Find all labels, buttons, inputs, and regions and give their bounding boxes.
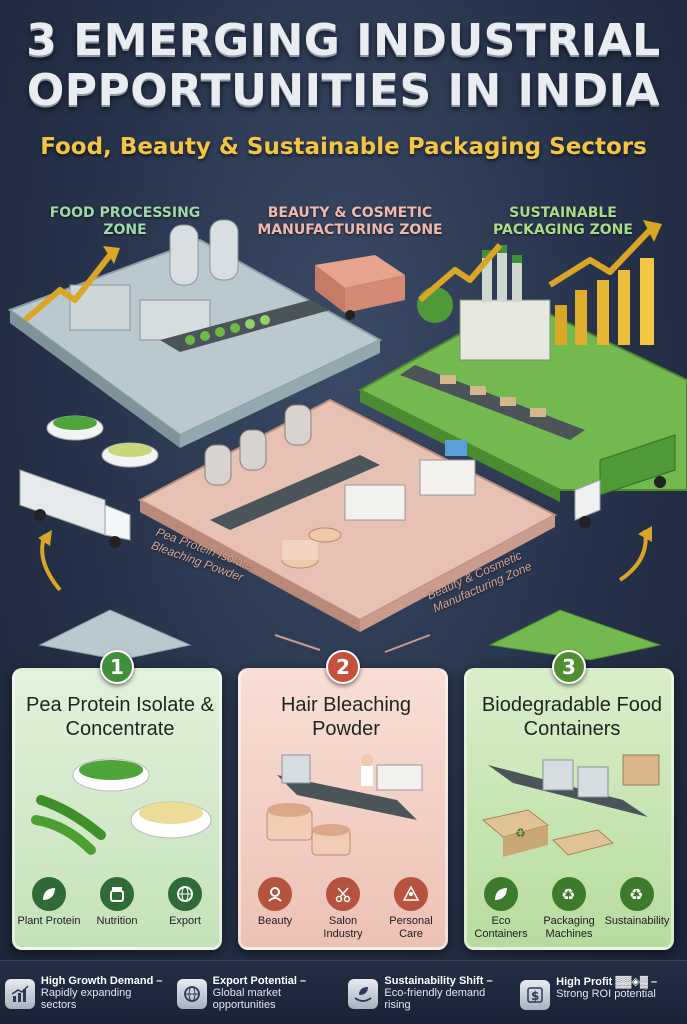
benefit-high-profit: $ High Profit ▓▓◈▓ –Strong ROI potential [520, 976, 682, 1010]
leaf-icon [484, 877, 518, 911]
growth-arrow-icon [418, 243, 503, 303]
benefit-heading: Export Potential – [212, 974, 307, 987]
pea-protein-illustration [31, 758, 212, 855]
zone-label-sustainable-packaging: SUSTAINABLE PACKAGING ZONE [493, 205, 633, 238]
feature-eco-containers: Eco Containers [468, 877, 534, 941]
svg-text:♻: ♻ [561, 885, 575, 903]
page-title-line-2: OPPORTUNITIES IN INDIA [26, 65, 661, 116]
dollar-icon: $ [520, 979, 551, 1010]
globe-icon [168, 877, 202, 911]
jar-icon [100, 877, 134, 911]
truck-right [574, 434, 676, 528]
bottom-benefits-bar: High Growth Demand –Rapidly expanding se… [0, 960, 687, 1024]
feature-beauty: Beauty [242, 877, 308, 941]
feature-plant-protein: Plant Protein [16, 877, 82, 928]
card-number-badge: 1 [100, 650, 134, 684]
feature-row: Eco Containers ♻ Packaging Machines ♻ Su… [467, 877, 671, 941]
benefit-heading: High Growth Demand – [40, 974, 163, 987]
feature-label: Sustainability [604, 915, 670, 927]
feature-personal-care: Personal Care [378, 877, 444, 941]
feature-label: Nutrition [96, 915, 138, 927]
feature-packaging-machines: ♻ Packaging Machines [536, 877, 602, 941]
svg-text:$: $ [531, 989, 539, 1003]
benefit-export-potential: Export Potential –Global market opportun… [176, 974, 339, 1011]
benefit-body: Strong ROI potential [556, 987, 656, 1000]
benefit-sustainability-shift: Sustainability Shift –Eco-friendly deman… [348, 975, 510, 1011]
feature-export: Export [152, 877, 218, 928]
recycle-icon: ♻ [552, 877, 586, 911]
feature-sustainability: ♻ Sustainability [604, 877, 670, 941]
benefit-heading: High Profit ▓▓◈▓ – [556, 975, 658, 988]
benefit-body: Eco-friendly demand rising [384, 986, 486, 1011]
feature-label: Personal Care [389, 915, 433, 940]
benefit-high-growth: High Growth Demand –Rapidly expanding se… [4, 974, 167, 1011]
scissors-icon [326, 877, 360, 911]
globe-icon [176, 978, 207, 1009]
card-title: Biodegradable Food Containers [481, 694, 663, 740]
zone-label-food-processing: FOOD PROCESSING ZONE [49, 205, 201, 238]
feature-label: Eco Containers [474, 915, 528, 940]
woman-icon [258, 877, 292, 911]
page-title-line-1: 3 EMERGING INDUSTRIAL [26, 15, 661, 66]
benefit-body: Rapidly expanding sectors [40, 986, 132, 1011]
feature-label: Packaging Machines [543, 915, 595, 940]
feature-row: Plant Protein Nutrition Export [15, 877, 219, 928]
card-title: Pea Protein Isolate & Concentrate [26, 694, 214, 740]
biodegradable-containers-illustration: ♻ [481, 754, 660, 857]
svg-text:♻: ♻ [515, 826, 526, 840]
person-icon [394, 877, 428, 911]
hair-bleaching-illustration [266, 754, 423, 856]
leaf-icon [32, 877, 66, 911]
svg-text:♻: ♻ [629, 885, 643, 903]
feature-label: Beauty [257, 915, 293, 927]
opportunity-card-biodegradable-containers: Biodegradable Food Containers ♻ Eco Cont… [464, 668, 674, 950]
mini-food-platform [38, 609, 192, 660]
page-subtitle: Food, Beauty & Sustainable Packaging Sec… [40, 134, 647, 160]
feature-label: Salon Industry [323, 915, 363, 940]
beauty-platform [137, 398, 558, 632]
growth-arrow-icon [23, 253, 113, 323]
growth-chart-icon [4, 978, 35, 1009]
feature-label: Plant Protein [17, 915, 81, 927]
hands-leaf-icon [348, 978, 379, 1009]
benefit-body: Global market opportunities [212, 986, 282, 1011]
feature-label: Export [169, 915, 201, 927]
growth-arrow-icon [548, 227, 653, 288]
opportunity-card-pea-protein: Pea Protein Isolate & Concentrate Plant … [12, 668, 222, 950]
feature-row: Beauty Salon Industry Personal Care [241, 877, 445, 941]
card-title: Hair Bleaching Powder [280, 694, 412, 740]
card-number-badge: 3 [552, 650, 586, 684]
feature-salon-industry: Salon Industry [310, 877, 376, 941]
food-processing-platform [7, 219, 383, 468]
opportunity-card-hair-bleaching: Hair Bleaching Powder Beauty Salon Indus… [238, 668, 448, 950]
benefit-heading: Sustainability Shift – [384, 974, 493, 987]
zone-label-beauty-cosmetic: BEAUTY & COSMETIC MANUFACTURING ZONE [257, 205, 443, 238]
feature-nutrition: Nutrition [84, 877, 150, 928]
industrial-zones-illustration [7, 219, 687, 660]
card-number-badge: 2 [326, 650, 360, 684]
truck-left [19, 469, 131, 548]
truck-center [315, 255, 405, 320]
recycle-icon: ♻ [620, 877, 654, 911]
